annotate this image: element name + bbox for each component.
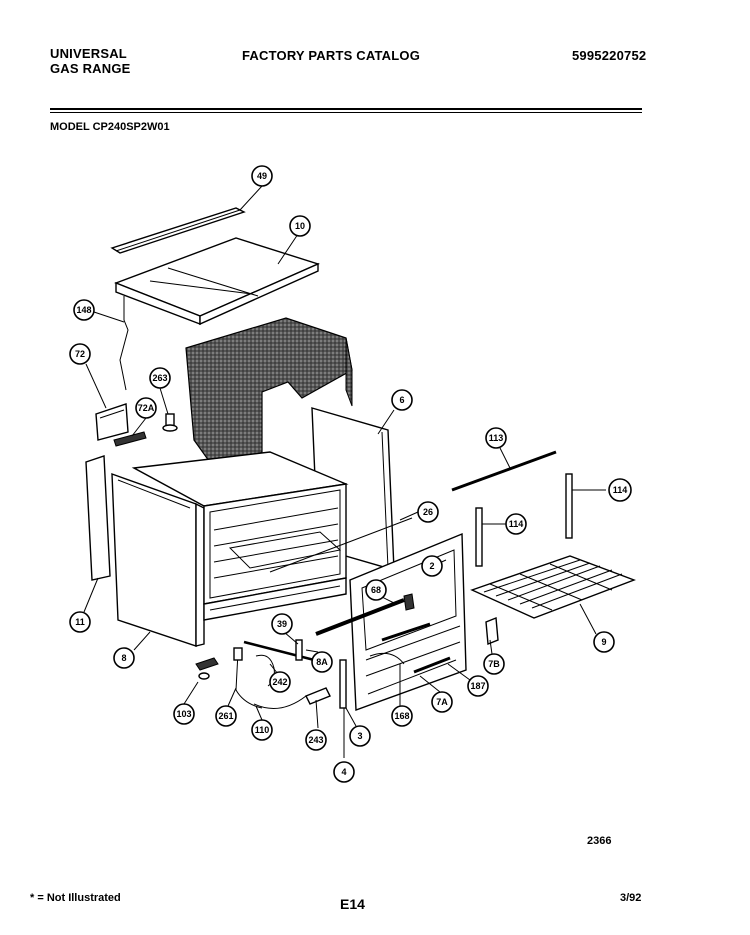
callout-263: 263: [149, 367, 171, 389]
svg-text:2: 2: [429, 561, 434, 571]
callout-leaders: [83, 185, 606, 758]
part-side-panel: [111, 472, 205, 647]
callout-72: 72: [69, 343, 91, 365]
callout-10: 10: [289, 215, 311, 237]
callout-187: 187: [467, 675, 489, 697]
callout-68: 68: [365, 579, 387, 601]
callout-113: 113: [485, 427, 507, 449]
callout-110: 110: [251, 719, 273, 741]
svg-text:8: 8: [121, 653, 126, 663]
svg-text:7A: 7A: [436, 697, 448, 707]
svg-text:114: 114: [613, 485, 628, 495]
svg-text:113: 113: [489, 433, 504, 443]
brand-line-2: GAS RANGE: [50, 61, 131, 76]
svg-text:3: 3: [357, 731, 362, 741]
callout-7A: 7A: [431, 691, 453, 713]
part-rod-26: [269, 517, 413, 573]
callout-114-left: 114: [505, 513, 527, 535]
svg-text:72: 72: [75, 349, 85, 359]
part-bracket-72: [95, 403, 129, 441]
callout-9: 9: [593, 631, 615, 653]
callout-26: 26: [417, 501, 439, 523]
revision-date: 3/92: [620, 892, 642, 904]
svg-text:114: 114: [509, 519, 524, 529]
svg-text:9: 9: [601, 637, 606, 647]
callout-114-right: 114: [608, 478, 632, 502]
callout-103: 103: [173, 703, 195, 725]
model-line: MODEL CP240SP2W01: [50, 121, 170, 133]
catalog-title: FACTORY PARTS CATALOG: [242, 48, 421, 63]
svg-text:26: 26: [423, 507, 433, 517]
svg-text:187: 187: [470, 681, 485, 691]
svg-text:6: 6: [399, 395, 404, 405]
callout-7B: 7B: [483, 653, 505, 675]
svg-text:10: 10: [295, 221, 305, 231]
header-rule-thin: [50, 112, 642, 113]
part-rod-113: [451, 450, 557, 492]
svg-text:110: 110: [255, 725, 270, 735]
part-bracket-7B: [485, 617, 499, 645]
svg-text:242: 242: [272, 677, 287, 687]
part-side-trim-11: [85, 455, 111, 581]
svg-text:72A: 72A: [138, 403, 155, 413]
callout-4: 4: [333, 761, 355, 783]
part-oven-rack: [470, 555, 636, 619]
part-clip-72A: [113, 431, 147, 447]
brand-block: UNIVERSAL GAS RANGE: [50, 46, 131, 76]
callout-11: 11: [69, 611, 91, 633]
part-top-trim: [110, 207, 246, 254]
svg-text:263: 263: [152, 373, 167, 383]
svg-text:68: 68: [371, 585, 381, 595]
callout-243: 243: [305, 729, 327, 751]
svg-text:103: 103: [176, 709, 191, 719]
svg-text:4: 4: [341, 767, 346, 777]
part-wire-harness: [119, 296, 129, 391]
callout-168: 168: [391, 705, 413, 727]
brand-line-1: UNIVERSAL: [50, 46, 127, 61]
part-top-panel: [114, 237, 320, 326]
page-number: E14: [340, 896, 365, 912]
part-valve-263: [162, 413, 178, 432]
callout-8: 8: [113, 647, 135, 669]
callout-8A: 8A: [311, 651, 333, 673]
catalog-number: 5995220752: [572, 48, 647, 63]
svg-text:11: 11: [75, 617, 85, 627]
part-bracket-114b: [565, 473, 573, 539]
svg-text:7B: 7B: [488, 659, 500, 669]
callout-242: 242: [269, 671, 291, 693]
callout-261: 261: [215, 705, 237, 727]
callout-49: 49: [251, 165, 273, 187]
header-rule: [50, 108, 642, 110]
footnote: * = Not Illustrated: [30, 892, 121, 904]
callout-2: 2: [421, 555, 443, 577]
svg-text:168: 168: [394, 711, 409, 721]
svg-text:8A: 8A: [316, 657, 328, 667]
svg-text:148: 148: [76, 305, 91, 315]
callout-148: 148: [73, 299, 95, 321]
diagram-code: 2366: [587, 835, 612, 847]
svg-text:49: 49: [257, 171, 267, 181]
callout-39: 39: [271, 613, 293, 635]
svg-text:261: 261: [218, 711, 233, 721]
svg-text:243: 243: [308, 735, 323, 745]
callout-72A: 72A: [135, 397, 157, 419]
svg-text:39: 39: [277, 619, 287, 629]
callout-6: 6: [391, 389, 413, 411]
callout-3: 3: [349, 725, 371, 747]
part-bracket-114a: [475, 507, 483, 567]
part-lower-small-parts: [195, 639, 347, 709]
part-burner-assembly: [315, 593, 451, 674]
part-oven-body: [131, 451, 349, 621]
